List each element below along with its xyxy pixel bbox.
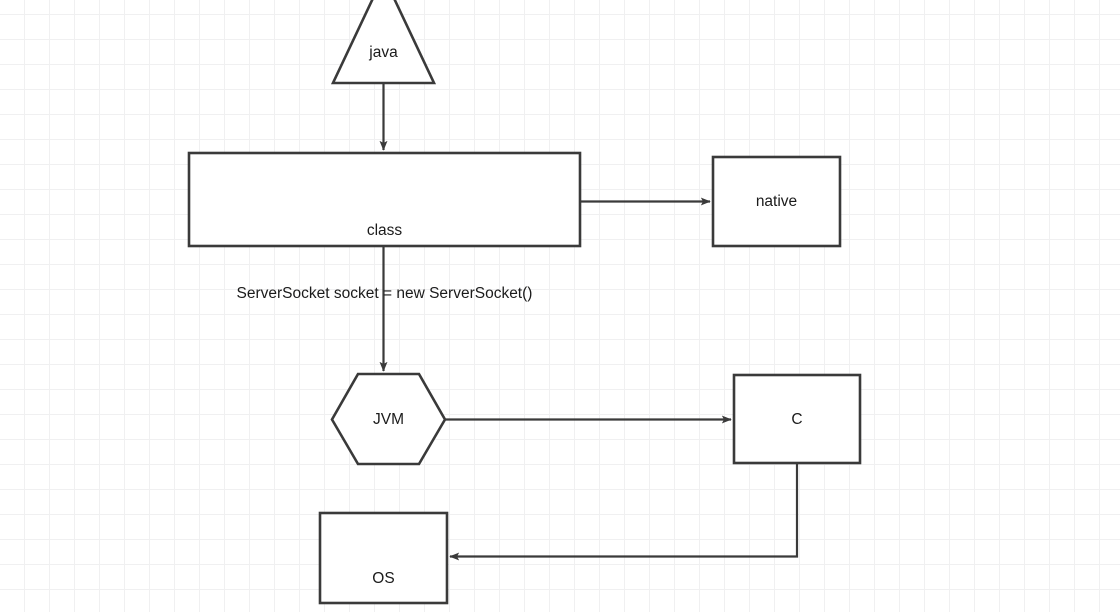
node-c-rect[interactable] <box>732 373 862 465</box>
node-native-rect[interactable] <box>711 155 842 248</box>
edge-c-to-os <box>449 463 799 561</box>
node-jvm-hexagon[interactable] <box>330 372 447 466</box>
node-class-rect[interactable] <box>187 151 582 248</box>
node-java-triangle[interactable] <box>330 0 437 85</box>
node-os-rect[interactable] <box>318 511 449 605</box>
